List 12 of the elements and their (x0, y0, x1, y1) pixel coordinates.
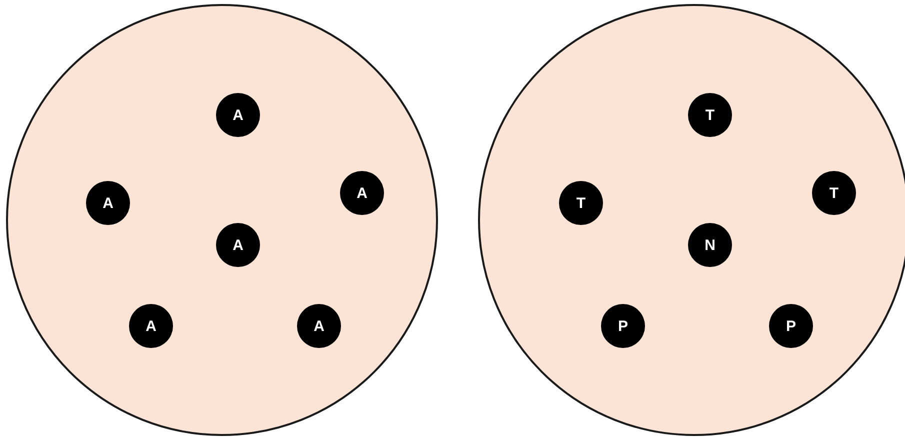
letter-circle: A (340, 171, 384, 215)
letter-circle: P (601, 304, 645, 348)
letter-circle: A (129, 304, 173, 348)
letter-circle: N (688, 223, 732, 267)
letter-circle: A (297, 304, 341, 348)
letter-circle: T (559, 181, 603, 225)
letter-circle: T (812, 171, 856, 215)
letter-circle: A (216, 223, 260, 267)
letter-circle: T (688, 93, 732, 137)
letter-circle: A (216, 93, 260, 137)
letter-circle: P (769, 304, 813, 348)
letter-circle: A (86, 181, 130, 225)
